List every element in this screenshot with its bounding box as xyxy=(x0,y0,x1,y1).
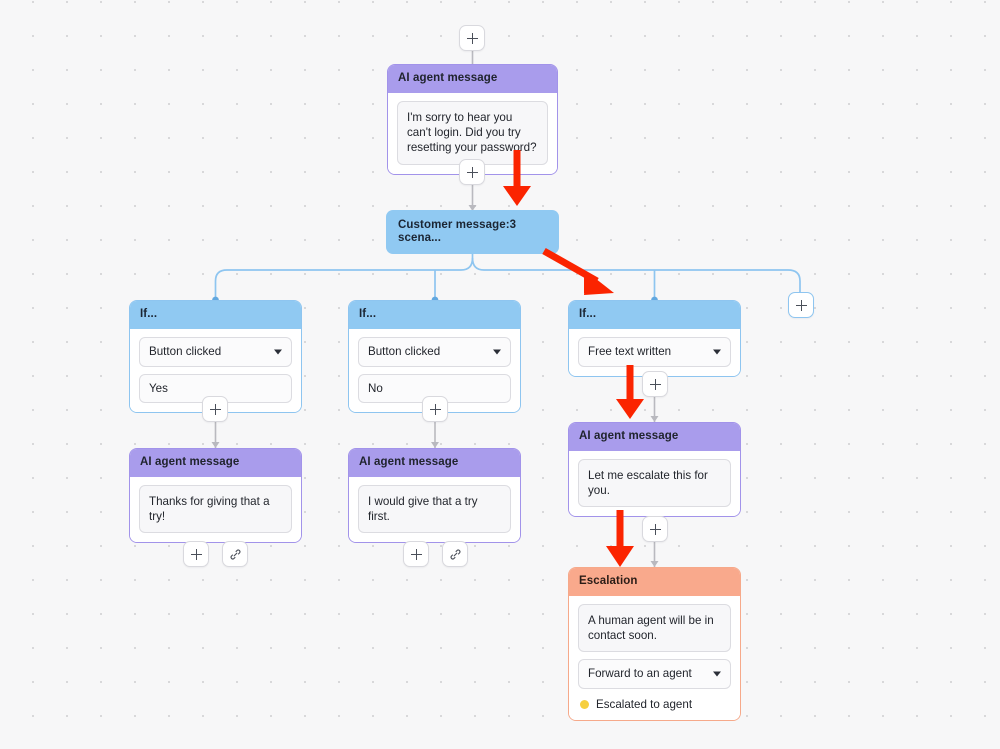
add-node-button-after-root[interactable] xyxy=(459,159,485,185)
message-textbox[interactable]: Let me escalate this for you. xyxy=(578,458,731,508)
node-ai-agent-message-try-first[interactable]: AI agent message I would give that a try… xyxy=(348,448,521,544)
node-header: Customer message:3 scena... xyxy=(386,210,559,255)
node-body: Free text written xyxy=(569,328,740,376)
message-textbox[interactable]: A human agent will be in contact soon. xyxy=(578,603,731,653)
node-if-button-clicked-yes[interactable]: If... Button clicked Yes xyxy=(129,300,302,414)
condition-select[interactable]: Button clicked xyxy=(358,336,511,367)
node-body: Thanks for giving that a try! xyxy=(130,476,301,543)
node-if-free-text-written[interactable]: If... Free text written xyxy=(568,300,741,377)
plus-icon xyxy=(649,523,661,535)
plus-icon xyxy=(466,166,478,178)
node-header: If... xyxy=(569,301,740,329)
condition-select-value: Button clicked xyxy=(149,344,222,358)
link-node-button-branch2[interactable] xyxy=(442,541,468,567)
status-badge: Escalated to agent xyxy=(578,698,731,711)
escalation-action-value: Forward to an agent xyxy=(588,667,692,681)
condition-select[interactable]: Free text written xyxy=(578,336,731,367)
plus-icon xyxy=(649,378,661,390)
plus-icon xyxy=(429,403,441,415)
plus-icon xyxy=(190,548,202,560)
chevron-down-icon xyxy=(713,349,721,355)
message-textbox[interactable]: I would give that a try first. xyxy=(358,484,511,534)
link-icon xyxy=(449,548,462,561)
add-node-button-branch2[interactable] xyxy=(422,396,448,422)
node-body: I would give that a try first. xyxy=(349,476,520,543)
node-header: AI agent message xyxy=(569,423,740,451)
node-header: AI agent message xyxy=(349,449,520,477)
condition-select-value: Button clicked xyxy=(368,344,441,358)
condition-select-value: Free text written xyxy=(588,344,672,358)
node-body: Let me escalate this for you. xyxy=(569,450,740,517)
add-node-button-branch2-end[interactable] xyxy=(403,541,429,567)
chevron-down-icon xyxy=(493,349,501,355)
message-textbox[interactable]: Thanks for giving that a try! xyxy=(139,484,292,534)
chevron-down-icon xyxy=(713,671,721,677)
node-header: AI agent message xyxy=(130,449,301,477)
node-header: Escalation xyxy=(569,568,740,596)
status-dot-icon xyxy=(580,700,589,710)
add-node-button-top[interactable] xyxy=(459,25,485,51)
plus-icon xyxy=(209,403,221,415)
node-header: If... xyxy=(349,301,520,329)
status-label: Escalated to agent xyxy=(596,698,693,712)
node-header: AI agent message xyxy=(388,65,557,93)
add-node-button-branch3-lower[interactable] xyxy=(642,516,668,542)
chevron-down-icon xyxy=(274,349,282,355)
node-header: If... xyxy=(130,301,301,329)
node-ai-agent-message-root[interactable]: AI agent message I'm sorry to hear you c… xyxy=(387,64,558,175)
message-textbox[interactable]: I'm sorry to hear you can't login. Did y… xyxy=(397,100,548,165)
plus-icon xyxy=(466,32,478,44)
node-body: Button clicked No xyxy=(349,328,520,413)
link-node-button-branch1[interactable] xyxy=(222,541,248,567)
node-ai-agent-message-thanks[interactable]: AI agent message Thanks for giving that … xyxy=(129,448,302,544)
escalation-action-select[interactable]: Forward to an agent xyxy=(578,659,731,690)
node-ai-agent-message-escalate[interactable]: AI agent message Let me escalate this fo… xyxy=(568,422,741,518)
plus-icon xyxy=(410,548,422,560)
add-node-button-branch1-end[interactable] xyxy=(183,541,209,567)
add-node-button-branch3[interactable] xyxy=(642,371,668,397)
node-escalation[interactable]: Escalation A human agent will be in cont… xyxy=(568,567,741,722)
condition-select[interactable]: Button clicked xyxy=(139,336,292,367)
node-customer-message[interactable]: Customer message:3 scena... xyxy=(386,210,559,255)
link-icon xyxy=(229,548,242,561)
add-node-button-branch1[interactable] xyxy=(202,396,228,422)
node-body: A human agent will be in contact soon. F… xyxy=(569,595,740,721)
add-branch-button[interactable] xyxy=(788,292,814,318)
node-body: Button clicked Yes xyxy=(130,328,301,413)
plus-icon xyxy=(795,299,807,311)
